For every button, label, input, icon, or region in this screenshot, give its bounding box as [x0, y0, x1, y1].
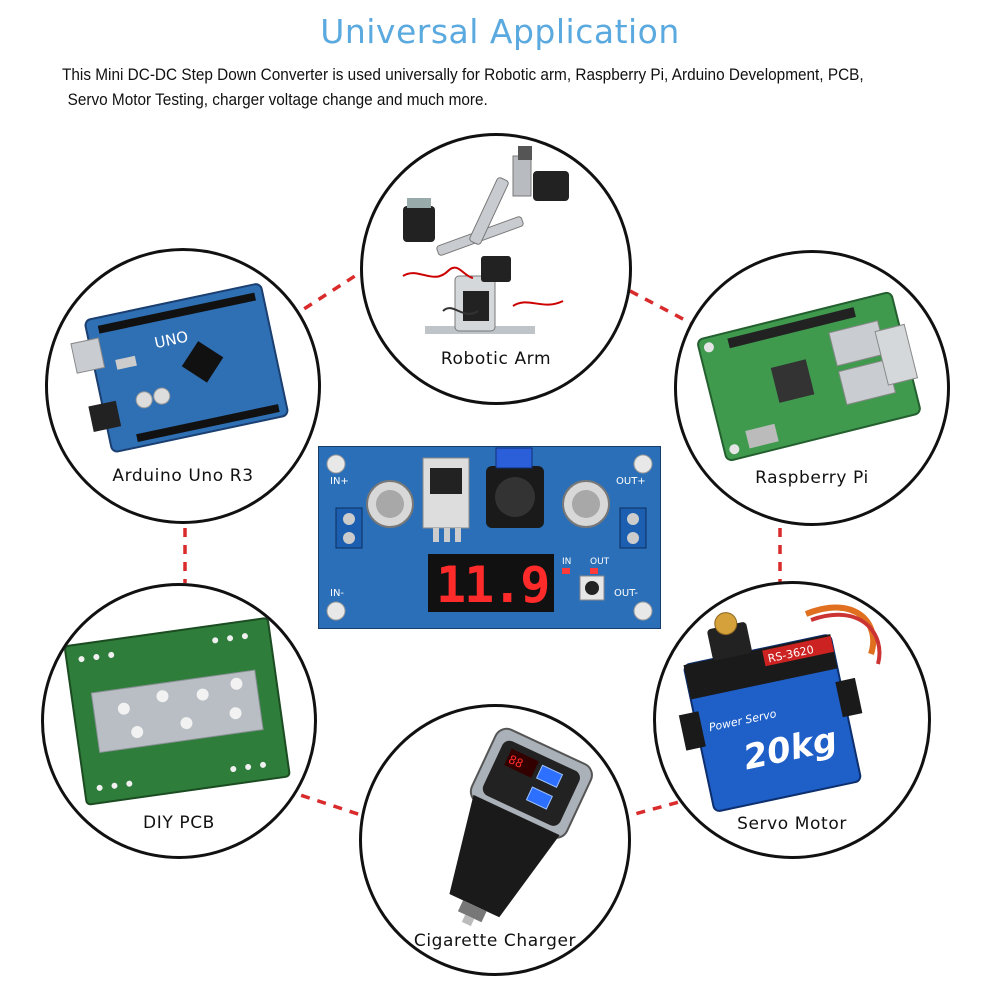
- description-line-1: This Mini DC-DC Step Down Converter is u…: [62, 66, 864, 84]
- app-circle-servo-motor: RS-3620 Power Servo 20kg Servo Motor: [653, 581, 931, 859]
- display-value: 11.9: [436, 556, 548, 614]
- svg-text:88: 88: [506, 752, 525, 771]
- app-circle-raspberry-pi: Raspberry Pi: [674, 250, 950, 526]
- page-title: Universal Application: [320, 12, 680, 51]
- app-circle-robotic-arm: Robotic Arm: [360, 133, 632, 405]
- label-out: OUT: [590, 557, 610, 567]
- pcb-board-icon: [64, 617, 291, 806]
- app-circle-cigarette-charger: 88 Cigarette Charger: [359, 704, 631, 976]
- robotic-arm-icon: [402, 146, 569, 334]
- dc-dc-converter-module: IN+ IN- OUT+ OUT- IN OUT 11.9: [318, 446, 661, 629]
- app-label-arduino: Arduino Uno R3: [112, 466, 254, 486]
- app-label-cigarette-charger: Cigarette Charger: [413, 931, 577, 951]
- app-circle-diy-pcb: DIY PCB: [41, 583, 317, 859]
- app-label-raspberry-pi: Raspberry Pi: [755, 468, 869, 488]
- car-charger-icon: 88: [449, 727, 593, 927]
- page-description: This Mini DC-DC Step Down Converter is u…: [62, 63, 899, 113]
- label-out-minus: OUT-: [614, 588, 638, 599]
- app-label-servo-motor: Servo Motor: [737, 814, 847, 834]
- servo-motor-icon: RS-3620 Power Servo 20kg: [678, 604, 882, 812]
- label-in-plus: IN+: [330, 476, 349, 487]
- app-circle-arduino: UNO Arduino Uno R3: [45, 248, 321, 524]
- raspberry-pi-board-icon: [697, 291, 921, 462]
- app-label-diy-pcb: DIY PCB: [143, 813, 215, 833]
- label-out-plus: OUT+: [616, 476, 646, 487]
- connector-pcb-charger: [284, 788, 371, 820]
- description-line-2: Servo Motor Testing, charger voltage cha…: [67, 91, 488, 109]
- label-in: IN: [562, 557, 571, 567]
- arduino-board-icon: UNO: [70, 283, 289, 453]
- app-label-robotic-arm: Robotic Arm: [440, 349, 552, 369]
- label-in-minus: IN-: [330, 588, 344, 599]
